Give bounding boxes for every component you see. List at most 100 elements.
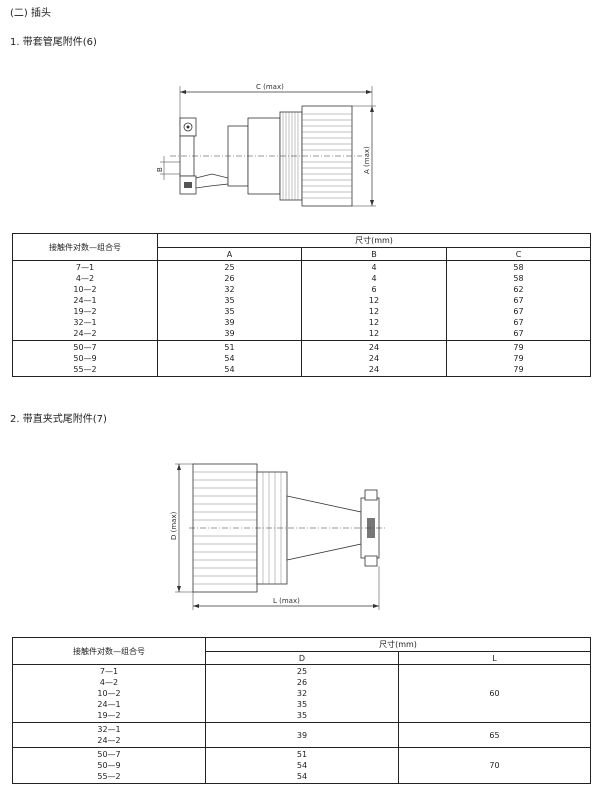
combination-label: 19—2 (73, 307, 97, 316)
table2-l-cell: 60 (397, 664, 592, 723)
table2-name-cell: 50—7 50—9 55—2 (12, 747, 206, 784)
dimension-value: 35 (224, 307, 235, 316)
table2-col-d: D (205, 651, 399, 665)
table2-col-l: L (397, 651, 592, 665)
dimension-value: 39 (224, 318, 235, 327)
table2-name-cell: 32—1 24—2 (12, 722, 206, 748)
table1-value-cell: 79 79 79 (445, 340, 592, 377)
dimension-value: 79 (513, 354, 524, 363)
dimension-value: 4 (371, 263, 377, 272)
dimension-value: 24 (368, 354, 380, 363)
table1-value-cell: 58 58 62 67 67 67 67 (445, 260, 592, 341)
table2-group: 50—7 50—9 55—2 51 54 54 70 (12, 747, 592, 784)
dimension-value: 67 (513, 307, 524, 316)
combination-label: 10—2 (97, 689, 121, 698)
dimension-value: 6 (371, 285, 377, 294)
table1-value-cell: 4 4 6 12 12 12 12 (301, 260, 447, 341)
l-max-label: L (max) (273, 597, 300, 605)
b-label: B (156, 167, 164, 172)
combination-label: 7—1 (75, 263, 95, 272)
table2-d-cell: 51 54 54 (205, 747, 399, 784)
table2-group: 32—1 24—2 39 65 (12, 722, 592, 748)
dimension-value: 58 (513, 263, 524, 272)
dimension-value: 12 (368, 307, 380, 316)
table2-dim-header: 尺寸(mm) (204, 637, 592, 652)
dimension-value: 32 (296, 689, 308, 698)
d-max-label: D (max) (170, 511, 178, 540)
table2-group: 7—1 4—2 10—2 24—1 19—2 25 26 32 35 35 60 (12, 664, 592, 723)
dimension-value: 54 (296, 772, 308, 781)
spec-table-2: 接触件对数—组合号 尺寸(mm) D L 7—1 4—2 10—2 24—1 19—2 2… (12, 637, 592, 784)
dimension-value: 58 (513, 274, 524, 283)
dimension-value: 67 (513, 318, 524, 327)
dimension-value: 54 (296, 761, 308, 770)
table1-corner: 接触件对数—组合号 (12, 233, 158, 261)
dimension-value: 54 (224, 365, 235, 374)
dimension-value: 67 (513, 329, 524, 338)
dimension-value: 35 (296, 711, 308, 720)
table2-d-cell: 25 26 32 35 35 (205, 664, 399, 723)
sub1-title: 1. 带套管尾附件(6) (10, 37, 97, 48)
dimension-value: 26 (296, 678, 308, 687)
table1-value-cell: 24 24 24 (301, 340, 447, 377)
dimension-value: 39 (296, 730, 308, 740)
connector-drawing-2: D (max) L (max) (170, 463, 387, 610)
combination-label: 4—2 (99, 678, 119, 687)
combination-label: 55—2 (73, 365, 97, 374)
table2-corner: 接触件对数—组合号 (12, 637, 206, 665)
combination-label: 50—7 (97, 750, 121, 759)
c-max-label: C (max) (256, 83, 284, 91)
combination-label: 4—2 (75, 274, 95, 283)
dimension-value: 32 (224, 285, 235, 294)
dimension-value: 12 (368, 329, 380, 338)
dimension-value: 12 (368, 318, 380, 327)
dimension-value: 12 (368, 296, 380, 305)
combination-label: 32—1 (97, 725, 121, 734)
combination-label: 50—7 (73, 343, 97, 352)
dimension-value: 35 (296, 700, 308, 709)
dimension-value: 79 (513, 365, 524, 374)
sub2-title: 2. 带直夹式尾附件(7) (10, 414, 107, 425)
dimension-value: 24 (368, 365, 380, 374)
dimension-value: 25 (224, 263, 235, 272)
dimension-value: 51 (296, 750, 308, 759)
table1-dim-header: 尺寸(mm) (156, 233, 592, 248)
combination-label: 24—2 (73, 329, 97, 338)
table2-name-cell: 7—1 4—2 10—2 24—1 19—2 (12, 664, 206, 723)
combination-label: 24—2 (97, 736, 121, 745)
dimension-value: 67 (513, 296, 524, 305)
dimension-value: 24 (368, 343, 380, 352)
dimension-value: 70 (489, 761, 500, 770)
a-max-label: A (max) (363, 146, 371, 174)
table1-col-c: C (445, 247, 592, 261)
combination-label: 19—2 (97, 711, 121, 720)
dimension-value: 39 (224, 329, 235, 338)
table2-l-cell: 70 (397, 747, 592, 784)
table1-name-cell: 50—7 50—9 55—2 (12, 340, 158, 377)
table2-d-cell: 39 (205, 722, 399, 748)
dimension-value: 65 (489, 730, 500, 740)
dimension-value: 54 (224, 354, 235, 363)
dimension-value: 79 (513, 343, 524, 352)
combination-label: 7—1 (99, 667, 119, 676)
combination-label: 10—2 (73, 285, 97, 294)
table1-col-a: A (157, 247, 302, 261)
dimension-value: 62 (513, 285, 524, 294)
combination-label: 50—9 (73, 354, 97, 363)
combination-label: 32—1 (73, 318, 97, 327)
dimension-value: 60 (489, 689, 500, 698)
connector-drawing-1: C (max) A (max) B (156, 83, 376, 207)
combination-label: 24—1 (97, 700, 121, 709)
combination-label: 55—2 (97, 772, 121, 781)
dimension-value: 4 (371, 274, 377, 283)
table1-name-cell: 7—1 4—2 10—2 24—1 19—2 32—1 24—2 (12, 260, 158, 341)
combination-label: 50—9 (97, 761, 121, 770)
table2-l-cell: 65 (397, 722, 592, 748)
dimension-value: 25 (296, 667, 308, 676)
combination-label: 24—1 (73, 296, 97, 305)
